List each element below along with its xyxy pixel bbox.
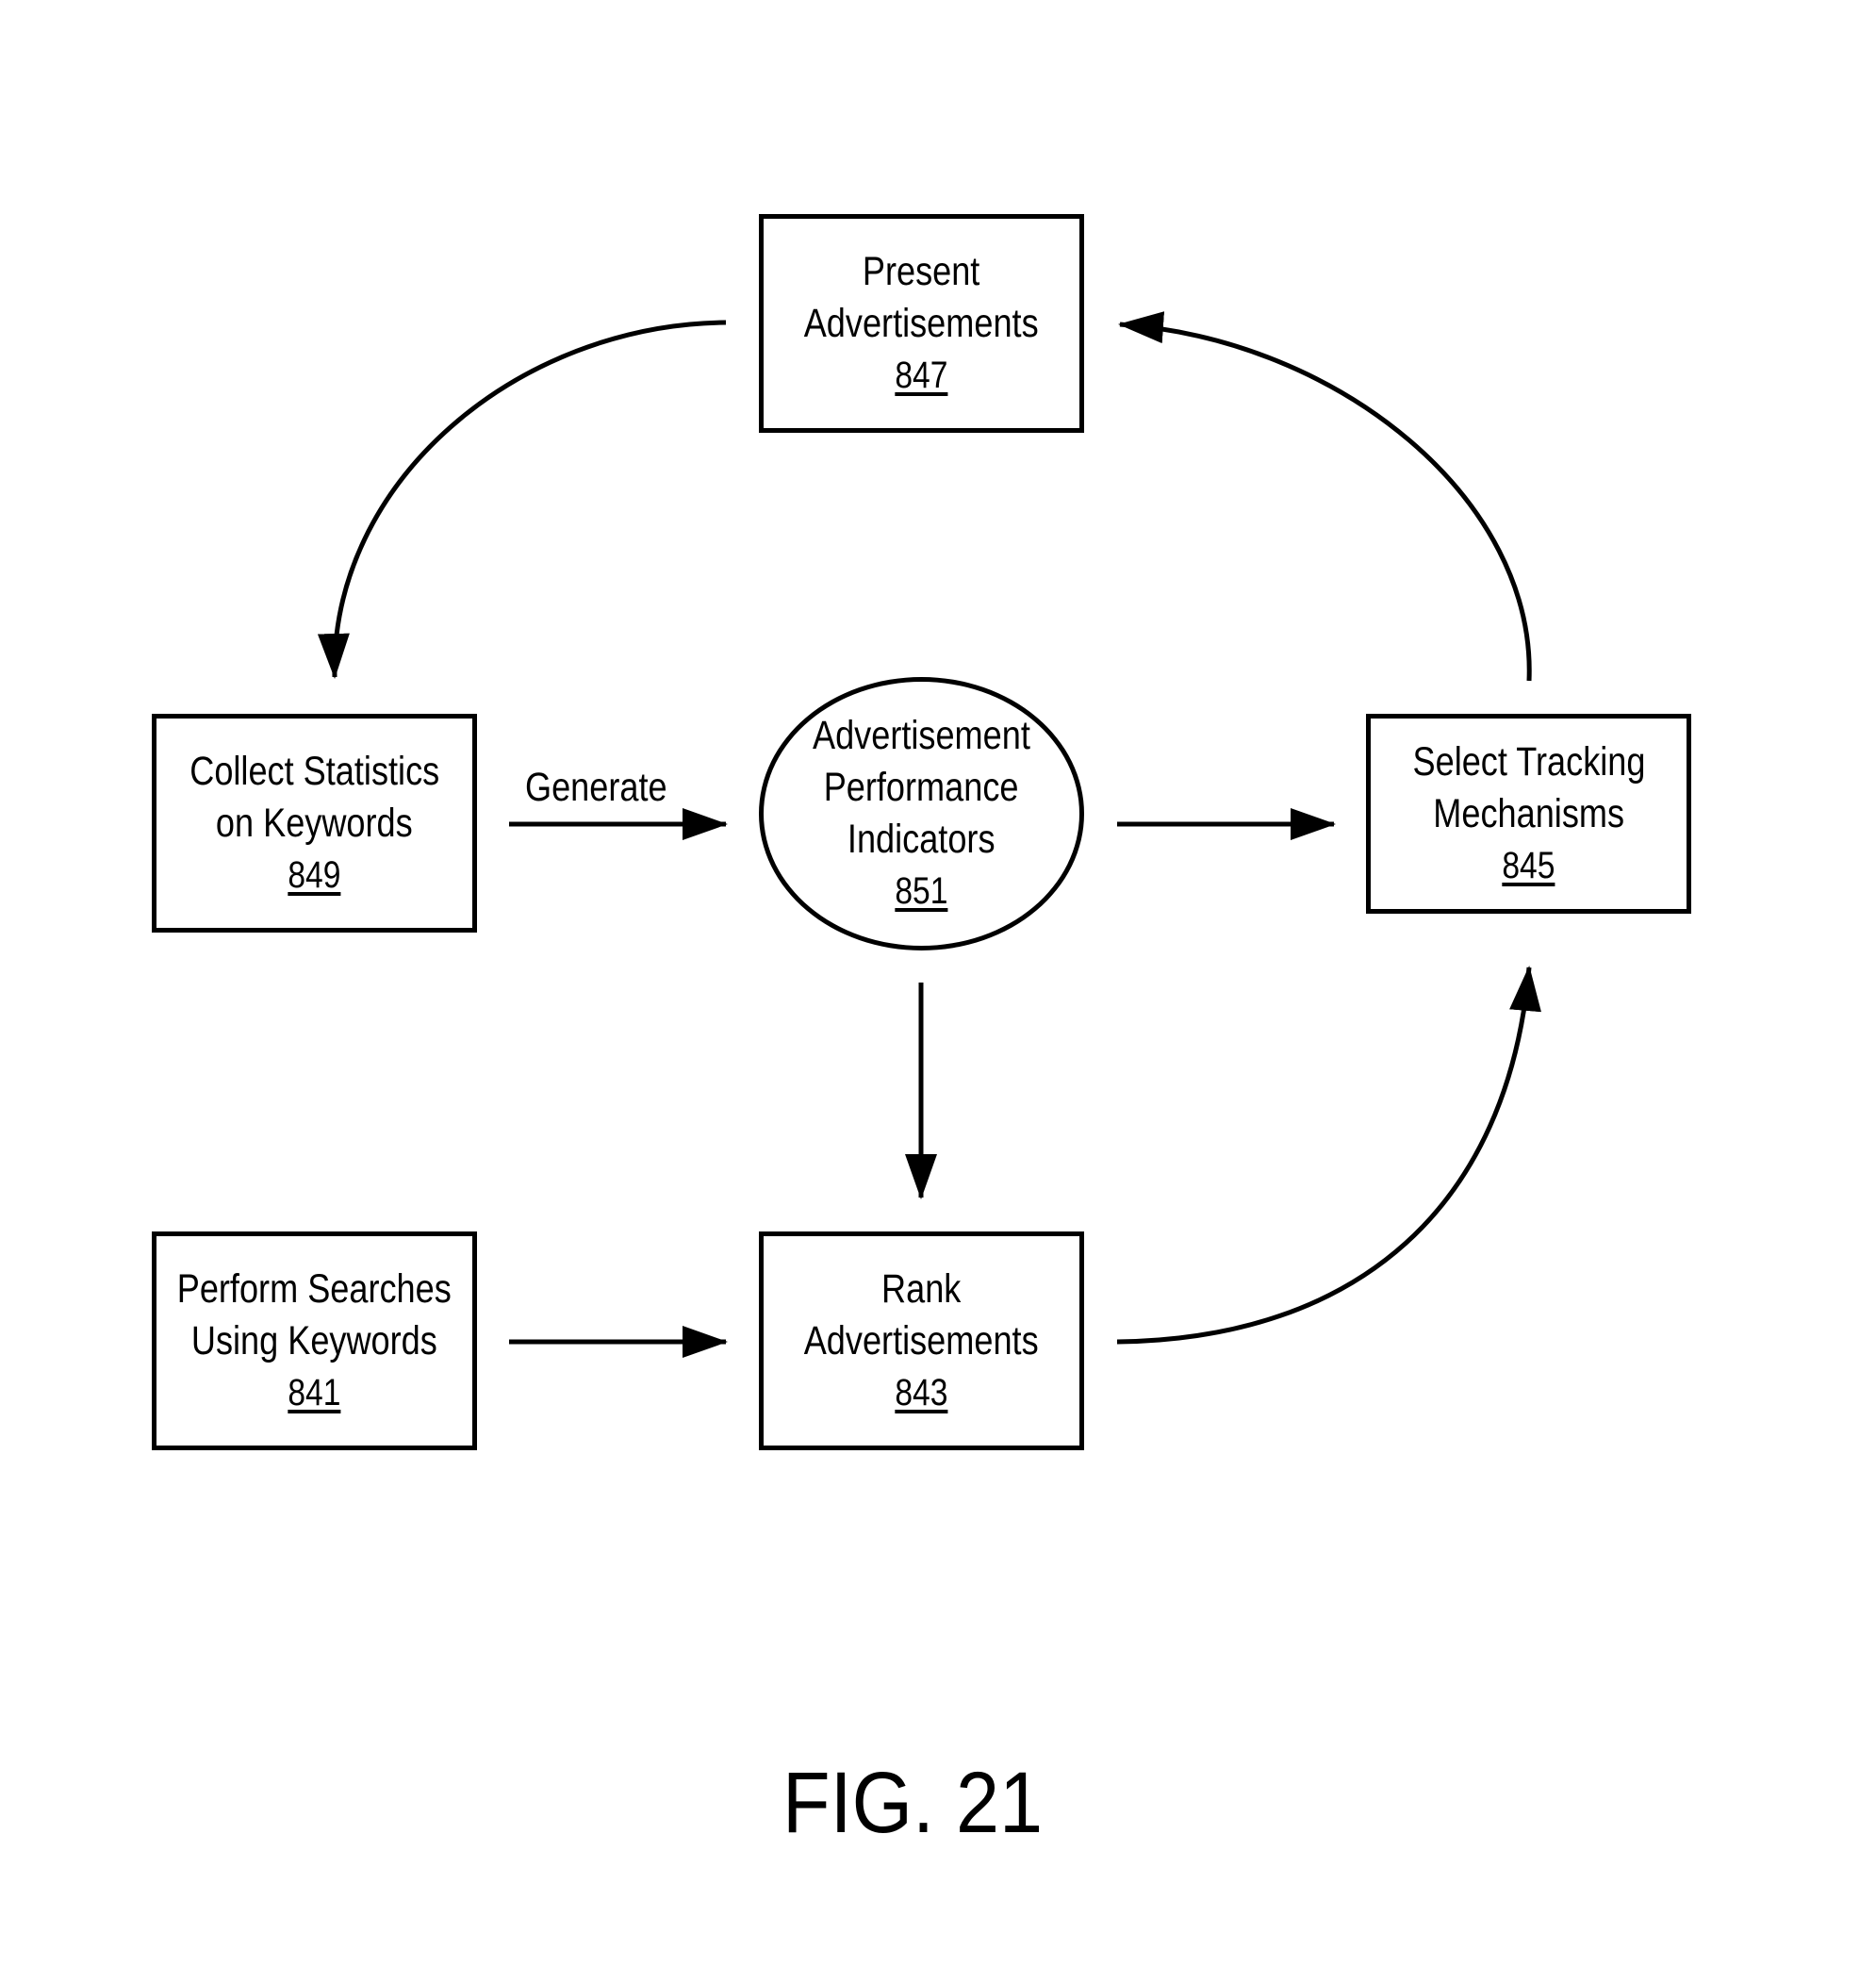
node-present-ref: 847 (895, 350, 947, 402)
node-perform-ref: 841 (288, 1367, 340, 1419)
node-select-ref: 845 (1502, 840, 1555, 892)
node-rank-line2: Advertisements (804, 1315, 1039, 1367)
edge-label-generate: Generate (525, 764, 667, 811)
node-perform-line1: Perform Searches (177, 1264, 452, 1315)
node-perform-searches: Perform Searches Using Keywords 841 (152, 1231, 477, 1450)
node-indicators-ref: 851 (895, 866, 947, 917)
node-rank-ref: 843 (895, 1367, 947, 1419)
arrow-rank-to-select (1117, 967, 1529, 1342)
node-select-line1: Select Tracking (1412, 736, 1645, 788)
node-indicators-line2: Performance (824, 762, 1019, 814)
arrow-select-to-present (1120, 324, 1529, 681)
node-present-line1: Present (863, 246, 979, 298)
node-present-line2: Advertisements (804, 298, 1039, 350)
node-performance-indicators: Advertisement Performance Indicators 851 (759, 677, 1084, 950)
node-rank-line1: Rank (881, 1264, 961, 1315)
node-indicators-line3: Indicators (847, 814, 996, 866)
arrow-present-to-collect (335, 322, 726, 677)
node-present-advertisements: Present Advertisements 847 (759, 214, 1084, 433)
node-select-line2: Mechanisms (1433, 788, 1624, 840)
node-rank-advertisements: Rank Advertisements 843 (759, 1231, 1084, 1450)
figure-caption: FIG. 21 (782, 1756, 1043, 1850)
node-collect-line1: Collect Statistics (189, 746, 439, 798)
node-collect-statistics: Collect Statistics on Keywords 849 (152, 714, 477, 933)
node-collect-ref: 849 (288, 850, 340, 901)
node-collect-line2: on Keywords (216, 798, 413, 850)
node-perform-line2: Using Keywords (191, 1315, 437, 1367)
node-indicators-line1: Advertisement (813, 710, 1030, 762)
node-select-tracking: Select Tracking Mechanisms 845 (1366, 714, 1691, 914)
